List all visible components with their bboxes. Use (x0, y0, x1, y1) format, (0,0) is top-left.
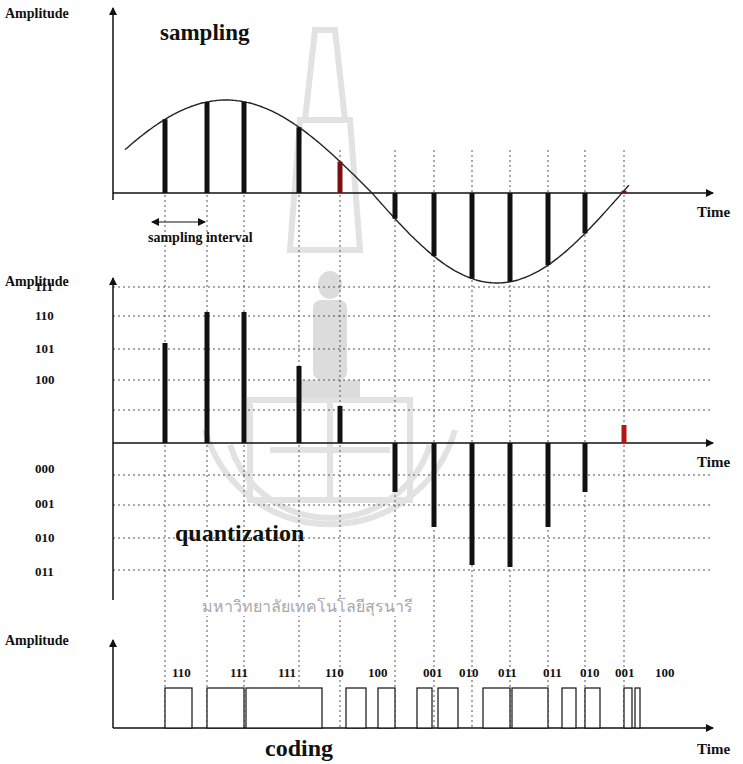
code-word: 001 (615, 666, 635, 680)
sample-bar (338, 162, 343, 193)
code-pulse (207, 688, 244, 728)
axis-title: Time (697, 454, 730, 471)
axis-title: Amplitude (5, 633, 69, 648)
axis-title: Time (697, 204, 730, 221)
code-pulse (635, 688, 640, 728)
sample-bar (242, 102, 247, 193)
code-word: 100 (368, 666, 388, 680)
code-pulse (246, 688, 322, 728)
level-code: 000 (35, 462, 55, 476)
quantized-bar (242, 312, 247, 443)
grid-line (548, 150, 549, 728)
code-pulse (438, 688, 458, 728)
level-line (113, 570, 712, 571)
grid-line (299, 150, 300, 728)
grid-line (434, 150, 435, 728)
code-pulse (378, 688, 395, 728)
code-pulse (512, 688, 548, 728)
code-pulse (346, 688, 366, 728)
level-code: 110 (35, 309, 54, 323)
code-word: 001 (423, 666, 443, 680)
axis-title: Amplitude (5, 6, 69, 21)
sample-bar (205, 102, 210, 193)
sample-bar (622, 191, 627, 193)
sample-bar (393, 193, 398, 219)
code-word: 111 (230, 666, 248, 680)
code-pulses (165, 688, 640, 728)
code-word: 010 (459, 666, 479, 680)
sample-bar (470, 193, 475, 279)
quantized-bar (432, 443, 437, 527)
code-word: 110 (172, 666, 191, 680)
quantized-bar (297, 366, 302, 443)
code-word: 111 (278, 666, 296, 680)
quantized-bar (508, 443, 513, 567)
panel-title: coding (265, 735, 333, 761)
axis-title: Time (697, 741, 730, 758)
code-pulse (585, 688, 600, 728)
quantized-bar (622, 425, 627, 443)
code-word: 011 (543, 666, 562, 680)
level-code: 010 (35, 531, 55, 545)
quantized-bar (393, 443, 398, 492)
level-line (113, 316, 712, 317)
grid-line (585, 150, 586, 728)
panel-title: quantization (175, 520, 304, 546)
level-code: 011 (35, 565, 54, 579)
level-line (113, 475, 712, 476)
grid-line (340, 150, 341, 728)
level-code: 001 (35, 497, 55, 511)
code-word: 100 (655, 666, 675, 680)
interval-arrow (152, 221, 205, 222)
sample-bar (508, 193, 513, 282)
watermark: มหาวิทยาลัยเทคโนโลยีสุรนารี (200, 598, 415, 616)
level-line (113, 380, 712, 381)
sample-bars (165, 102, 624, 282)
grid-line (510, 150, 511, 728)
level-code: 101 (35, 342, 55, 356)
code-word: 011 (498, 666, 517, 680)
sample-bar (297, 127, 302, 193)
code-word: 110 (325, 666, 344, 680)
quantized-bar (583, 443, 588, 492)
code-pulse (165, 688, 192, 728)
level-code: 100 (35, 373, 55, 387)
quantized-bar (470, 443, 475, 565)
code-word: 010 (580, 666, 600, 680)
sample-bar (163, 119, 168, 193)
code-pulse (483, 688, 510, 728)
panel-title: sampling (160, 20, 249, 45)
quantized-bar (205, 312, 210, 443)
sample-bar (583, 193, 588, 233)
quantized-bars (165, 312, 624, 567)
interval-label: sampling interval (148, 230, 253, 245)
level-line (113, 287, 712, 288)
quantized-bar (338, 406, 343, 443)
grid-line (472, 150, 473, 728)
sample-bar (432, 193, 437, 256)
level-line (113, 410, 712, 411)
analog-signal (125, 100, 629, 283)
level-code: 111 (35, 280, 53, 294)
statue-watermark (300, 271, 360, 398)
grid-line (395, 150, 396, 728)
emblem-watermark (205, 30, 455, 524)
axes (113, 8, 713, 728)
code-pulse (624, 688, 632, 728)
sample-bar (546, 193, 551, 265)
quantized-bar (546, 443, 551, 527)
level-line (113, 349, 712, 350)
grid-line (624, 150, 625, 728)
level-line (113, 505, 712, 506)
code-pulse (562, 688, 576, 728)
code-pulse (417, 688, 432, 728)
quantized-bar (163, 343, 168, 443)
